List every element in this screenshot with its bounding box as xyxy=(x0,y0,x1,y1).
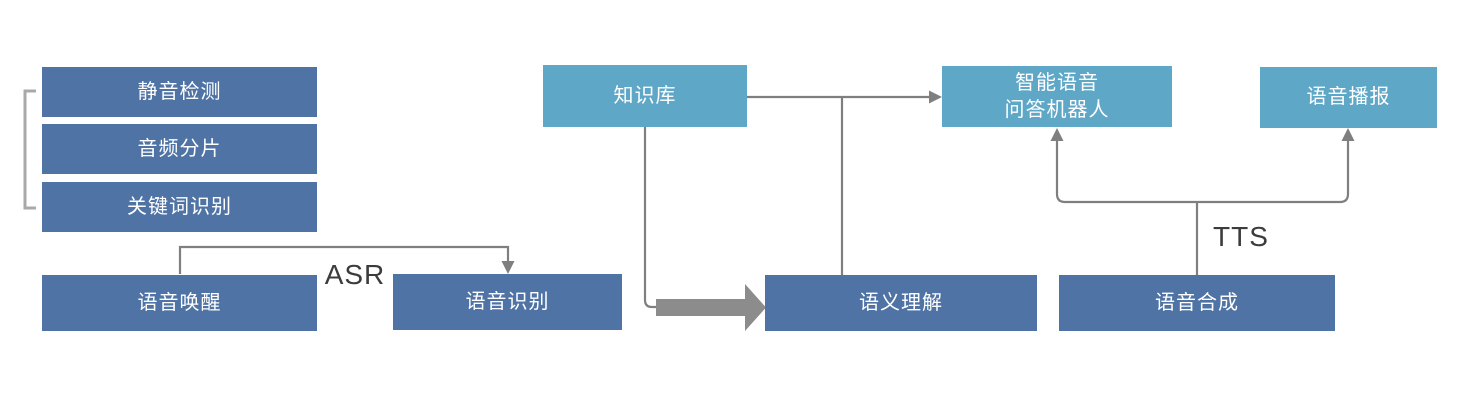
node-speech-recognition: 语音识别 xyxy=(393,274,622,330)
node-speech-synthesis: 语音合成 xyxy=(1059,275,1335,331)
arrowhead-down-icon xyxy=(501,261,515,274)
edge-kb-down-elbow xyxy=(643,127,662,309)
node-voice-broadcast: 语音播报 xyxy=(1260,67,1437,128)
asr-edge-label: ASR xyxy=(324,259,386,290)
node-label: 音频分片 xyxy=(137,137,222,160)
node-qa-robot: 智能语音 问答机器人 xyxy=(942,66,1172,127)
node-label: 语义理解 xyxy=(859,291,943,314)
node-knowledge-base: 知识库 xyxy=(543,65,747,127)
group-bracket xyxy=(23,89,36,210)
node-silence-detection: 静音检测 xyxy=(42,67,317,117)
node-label: 语音识别 xyxy=(465,290,550,313)
arrowhead-right-icon xyxy=(929,90,942,104)
node-label: 语音唤醒 xyxy=(137,291,222,314)
node-label-line2: 问答机器人 xyxy=(1004,98,1110,121)
node-label: 静音检测 xyxy=(137,80,222,103)
edge-wakeup-to-recognition xyxy=(178,245,510,274)
node-label: 语音合成 xyxy=(1155,291,1239,314)
arrowhead-up-right-icon xyxy=(1341,128,1355,141)
node-label: 知识库 xyxy=(613,84,677,107)
node-label-line1: 智能语音 xyxy=(1015,71,1099,94)
node-label: 关键词识别 xyxy=(127,195,232,218)
node-semantic-understanding: 语义理解 xyxy=(765,275,1037,331)
node-audio-slicing: 音频分片 xyxy=(42,124,317,174)
node-voice-wakeup: 语音唤醒 xyxy=(42,275,317,331)
edge-tts-split xyxy=(1055,140,1350,204)
node-keyword-recognition: 关键词识别 xyxy=(42,182,317,232)
tts-edge-label: TTS xyxy=(1213,221,1269,252)
arrowhead-up-left-icon xyxy=(1050,128,1064,141)
thick-arrow-right-icon xyxy=(656,284,766,331)
node-label: 语音播报 xyxy=(1306,86,1391,108)
